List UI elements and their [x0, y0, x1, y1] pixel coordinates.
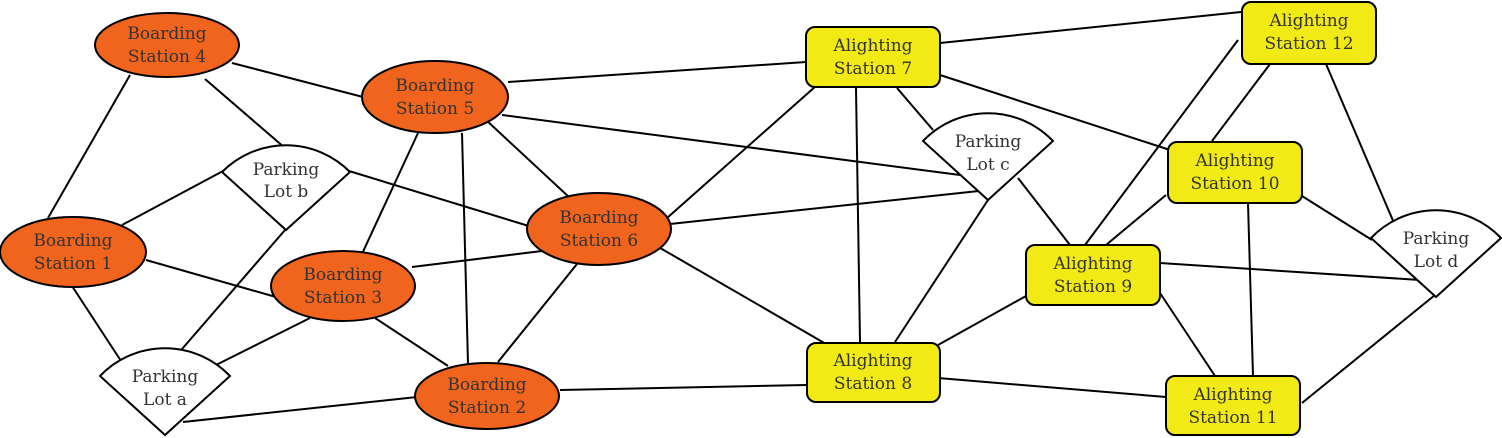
node-label-line2: Station 1 — [34, 254, 112, 274]
boarding-station-1[interactable]: Boarding Station 1 — [0, 216, 147, 288]
alighting-station-11[interactable]: Alighting Station 11 — [1165, 375, 1301, 436]
node-label-line1: Boarding — [303, 265, 382, 285]
edge — [207, 317, 311, 370]
edge — [937, 295, 1027, 346]
edge — [1159, 292, 1216, 377]
node-label-line1: Alighting — [1268, 11, 1348, 31]
node-label-line2: Station 7 — [834, 59, 912, 79]
edge — [939, 74, 1171, 151]
edge — [1017, 177, 1071, 246]
edges — [47, 11, 1436, 423]
node-label-line1: Alighting — [1194, 151, 1274, 171]
parking-lot-c[interactable]: Parking Lot c — [921, 112, 1055, 202]
edge — [937, 377, 1167, 398]
edge — [71, 285, 124, 365]
node-label-line2: Station 5 — [396, 99, 474, 119]
alighting-station-10[interactable]: Alighting Station 10 — [1167, 141, 1303, 204]
edge — [348, 170, 533, 228]
edge — [507, 61, 807, 83]
edge — [1301, 294, 1436, 404]
node-label-line1: Boarding — [127, 24, 206, 44]
edge — [145, 259, 277, 298]
edge — [855, 87, 861, 343]
node-label-line2: Station 6 — [560, 231, 638, 251]
node-label-line1: Alighting — [832, 36, 912, 56]
boarding-station-3[interactable]: Boarding Station 3 — [270, 250, 416, 322]
node-label-line2: Lot b — [264, 182, 309, 202]
edge — [175, 229, 286, 357]
edge — [182, 396, 418, 423]
node-label-line1: Alighting — [1192, 385, 1272, 405]
node-label-line1: Parking — [253, 160, 320, 180]
node-label-line2: Station 8 — [834, 374, 912, 394]
alighting-station-8[interactable]: Alighting Station 8 — [806, 342, 941, 403]
edge — [1159, 262, 1421, 281]
alighting-station-7[interactable]: Alighting Station 7 — [805, 26, 941, 88]
boarding-station-2[interactable]: Boarding Station 2 — [414, 362, 560, 430]
node-label-line2: Station 9 — [1054, 277, 1132, 297]
alighting-station-12[interactable]: Alighting Station 12 — [1241, 1, 1377, 65]
edge — [559, 384, 807, 391]
node-label-line2: Station 11 — [1188, 408, 1277, 428]
edge — [657, 85, 817, 227]
boarding-station-4[interactable]: Boarding Station 4 — [94, 12, 240, 78]
node-label-line2: Station 12 — [1264, 34, 1353, 54]
node-label-line2: Lot c — [966, 155, 1009, 175]
node-label-line1: Boarding — [33, 231, 112, 251]
edge — [485, 119, 571, 199]
edge — [1105, 194, 1167, 246]
edge — [1084, 39, 1239, 246]
node-label-line1: Parking — [132, 367, 199, 387]
node-label-line2: Lot d — [1414, 252, 1459, 272]
edge — [654, 244, 827, 345]
boarding-station-6[interactable]: Boarding Station 6 — [526, 192, 672, 266]
alighting-station-9[interactable]: Alighting Station 9 — [1025, 244, 1161, 306]
parking-lot-b[interactable]: Parking Lot b — [220, 144, 352, 232]
edge — [939, 11, 1242, 44]
edge — [204, 78, 286, 149]
node-label-line2: Lot a — [143, 390, 187, 410]
edge — [121, 170, 224, 226]
edge — [360, 132, 419, 257]
node-label-line2: Station 10 — [1190, 174, 1279, 194]
node-label-line1: Parking — [1403, 229, 1470, 249]
edge — [1247, 202, 1254, 377]
node-label-line1: Boarding — [395, 76, 474, 96]
edge — [47, 74, 131, 219]
edge — [231, 62, 364, 98]
edge — [501, 114, 961, 176]
edge — [1211, 63, 1271, 142]
edge — [374, 317, 449, 367]
edge — [1301, 195, 1373, 241]
edge — [461, 132, 469, 365]
node-label-line1: Alighting — [832, 351, 912, 371]
node-label-line1: Boarding — [559, 208, 638, 228]
node-label-line2: Station 3 — [304, 288, 382, 308]
edge — [1325, 63, 1398, 231]
boarding-station-5[interactable]: Boarding Station 5 — [361, 60, 509, 134]
edge — [497, 263, 578, 363]
node-label-line1: Alighting — [1052, 254, 1132, 274]
node-label-line2: Station 4 — [128, 47, 206, 67]
edge — [669, 189, 989, 225]
parking-lot-a[interactable]: Parking Lot a — [98, 347, 232, 437]
node-label-line2: Station 2 — [448, 398, 526, 418]
edge — [896, 87, 934, 131]
edge — [894, 199, 989, 343]
node-label-line1: Boarding — [447, 375, 526, 395]
parking-lot-d[interactable]: Parking Lot d — [1369, 209, 1502, 299]
node-label-line1: Parking — [955, 132, 1022, 152]
edge — [411, 250, 543, 268]
